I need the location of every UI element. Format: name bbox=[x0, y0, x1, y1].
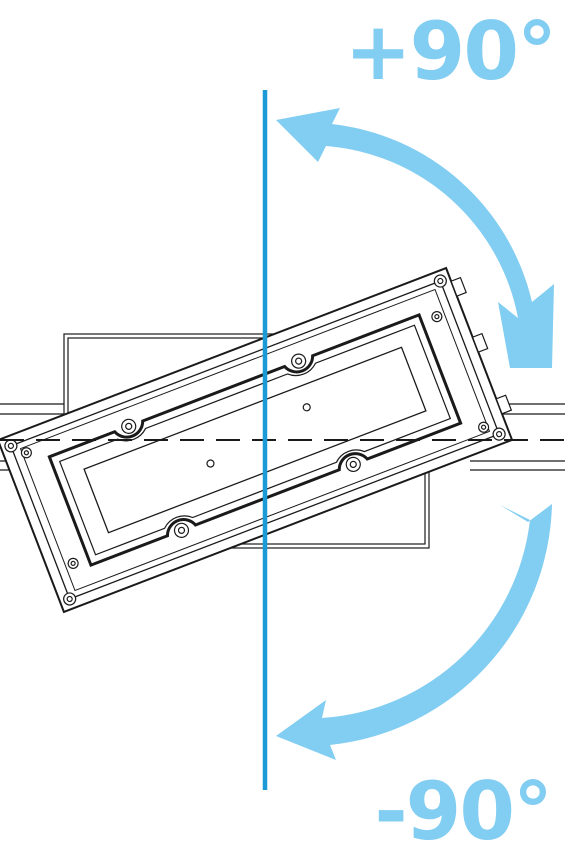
rotate-up-arrow-icon bbox=[276, 108, 554, 368]
plus-90-label: +90° bbox=[344, 5, 557, 98]
rotated-panel bbox=[0, 266, 514, 614]
rotate-down-arrow-icon bbox=[276, 504, 552, 760]
minus-90-label: -90° bbox=[374, 765, 553, 858]
